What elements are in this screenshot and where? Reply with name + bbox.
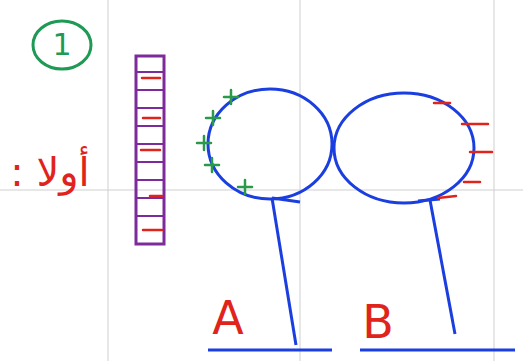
charged-rod [136,56,164,244]
sphere-label: A [212,295,243,341]
sphere-a [197,89,332,350]
sphere-label: B [362,299,394,345]
sphere-b [334,93,515,350]
callout-number: 1 [52,30,71,60]
heading-text: أولا : [10,152,89,192]
number-circle [33,21,91,69]
